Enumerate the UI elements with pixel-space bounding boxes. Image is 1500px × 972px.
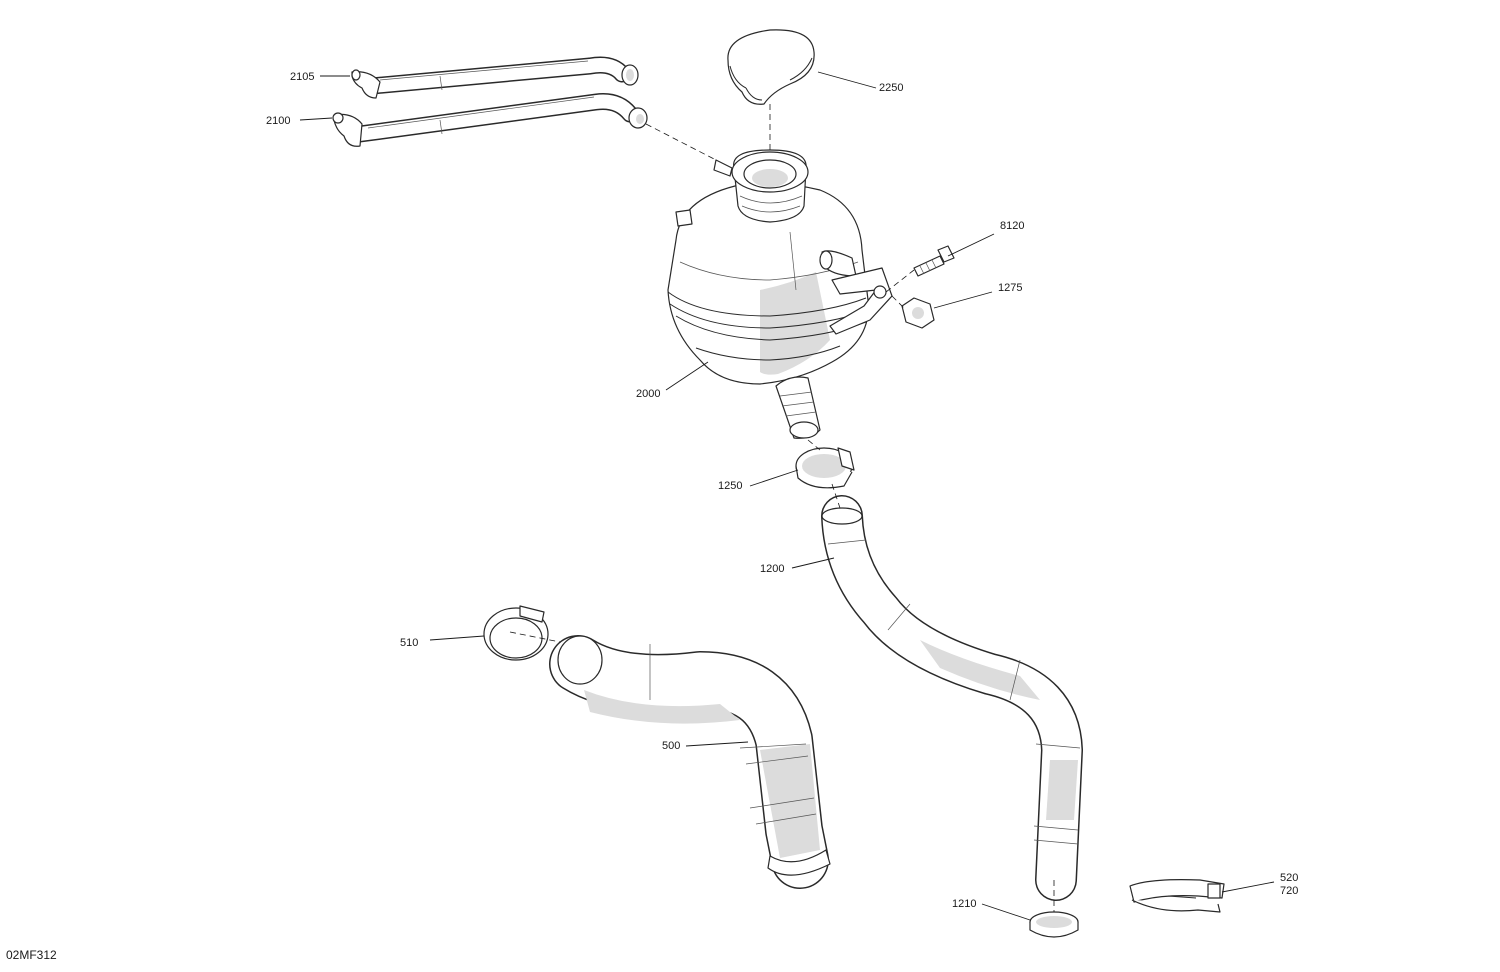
callout-1210: 1210	[952, 898, 977, 910]
expansion-tank-2000	[667, 149, 893, 439]
callout-2100: 2100	[266, 115, 291, 127]
callout-1200: 1200	[760, 563, 785, 575]
callout-510: 510	[400, 637, 419, 649]
clamp-1250	[795, 447, 855, 489]
callout-1250: 1250	[718, 480, 743, 492]
callout-2250: 2250	[879, 82, 904, 94]
screw-8120	[913, 245, 955, 277]
hose-500	[549, 635, 831, 889]
hose-1200	[821, 495, 1083, 901]
callout-2105: 2105	[290, 71, 315, 83]
clamp-1210	[1029, 911, 1079, 938]
hose-2100	[332, 93, 648, 147]
hose-2105	[351, 56, 639, 99]
figure-id: 02MF312	[6, 948, 57, 962]
clamp-520-720	[1129, 879, 1225, 913]
callout-1275: 1275	[998, 282, 1023, 294]
callout-500: 500	[662, 740, 681, 752]
callout-520: 520	[1280, 872, 1299, 884]
leader-lines	[299, 71, 1275, 921]
callout-2000: 2000	[636, 388, 661, 400]
cap-2250	[727, 29, 815, 105]
nut-1275	[901, 297, 935, 329]
assembly-axes	[509, 104, 1055, 912]
clamp-510	[483, 605, 549, 661]
callout-8120: 8120	[1000, 220, 1025, 232]
callout-720: 720	[1280, 885, 1299, 897]
